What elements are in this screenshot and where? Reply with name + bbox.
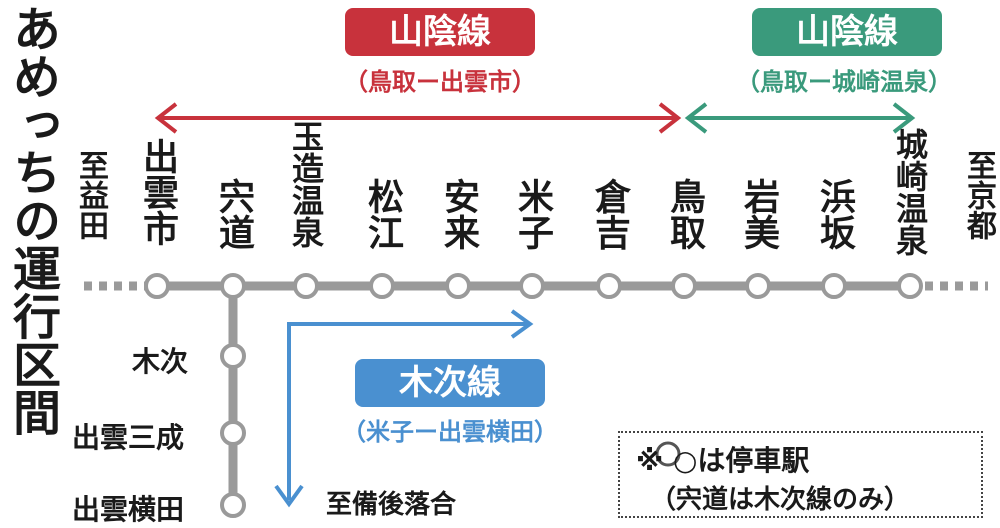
- san-in-red-label: 山陰線: [345, 8, 535, 56]
- station-circle: [220, 492, 246, 518]
- page-title: あめっちの運行区間: [4, 4, 60, 436]
- station-kurayoshi: 倉吉: [589, 178, 630, 250]
- station-circle: [897, 273, 923, 299]
- san-in-red-arrow: [154, 102, 682, 134]
- san-in-green-label: 山陰線: [752, 8, 942, 56]
- station-kisuki: 木次: [132, 345, 189, 378]
- station-shinji: 宍道: [213, 178, 254, 250]
- station-circle: [745, 273, 771, 299]
- toward-bingo-ochiai: 至備後落合: [326, 490, 457, 520]
- main-station-circles: [144, 273, 923, 299]
- station-iwami: 岩美: [738, 178, 779, 250]
- kisuki-label: 木次線: [355, 359, 545, 407]
- legend-box: ※ ○は停車駅 （宍道は木次線のみ）: [618, 431, 983, 518]
- station-tottori: 鳥取: [664, 178, 705, 250]
- legend-line-2: （宍道は木次線のみ）: [650, 485, 911, 515]
- kisuki-route-arrow: [274, 309, 534, 508]
- station-izumo-minari: 出雲三成: [72, 421, 185, 454]
- san-in-red-range: （鳥取ー出雲市）: [344, 68, 536, 96]
- station-circle: [519, 273, 545, 299]
- station-circle: [220, 420, 246, 446]
- kisuki-range: （米子ー出雲横田）: [342, 418, 558, 446]
- station-circle: [220, 273, 246, 299]
- station-kinosaki-onsen: 城崎温泉: [891, 128, 929, 256]
- toward-masuda: 至益田: [73, 150, 108, 240]
- station-hamasaka: 浜坂: [814, 178, 855, 250]
- station-tamatsukuri-onsen: 玉造温泉: [287, 120, 325, 248]
- san-in-green-arrow: [684, 102, 916, 134]
- san-in-green-range: （鳥取ー城崎温泉）: [736, 68, 952, 96]
- station-circle: [293, 273, 319, 299]
- station-circle: [369, 273, 395, 299]
- station-circle: [144, 273, 170, 299]
- station-circle: [445, 273, 471, 299]
- station-yasugi: 安来: [438, 178, 479, 250]
- station-yonago: 米子: [512, 178, 553, 250]
- station-circle: [596, 273, 622, 299]
- legend-circle-icon: [655, 441, 681, 467]
- station-izumo-yokota: 出雲横田: [72, 493, 185, 526]
- station-circle: [821, 273, 847, 299]
- toward-kyoto: 至京都: [961, 150, 996, 240]
- legend-line-1: ※ ○は停車駅: [636, 444, 810, 477]
- station-circle: [220, 343, 246, 369]
- station-izumoshi: 出雲市: [137, 138, 178, 246]
- station-matsue: 松江: [362, 178, 403, 250]
- station-circle: [671, 273, 697, 299]
- branch-station-circles: [220, 343, 246, 518]
